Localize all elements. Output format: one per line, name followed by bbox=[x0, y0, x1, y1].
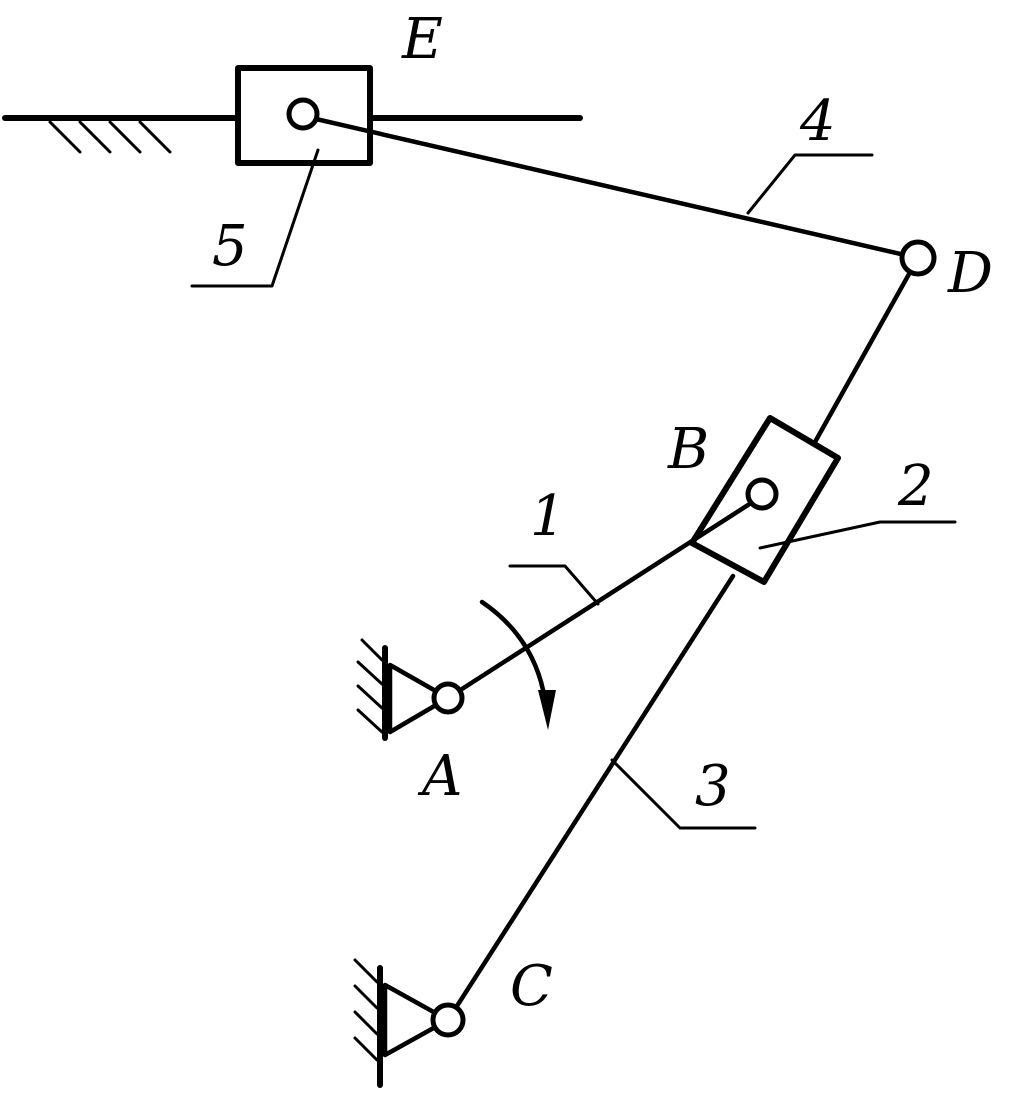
rotation-arrow bbox=[479, 599, 556, 730]
label-d: D bbox=[947, 241, 993, 306]
link-4 bbox=[300, 113, 921, 261]
label-a: A bbox=[417, 744, 462, 809]
leader-line-1 bbox=[508, 564, 600, 606]
leader-line-2 bbox=[758, 520, 957, 550]
label-link-4: 4 bbox=[799, 89, 836, 154]
joint-c bbox=[430, 1002, 466, 1038]
joint-e bbox=[286, 97, 320, 131]
link-3-upper bbox=[812, 255, 921, 445]
joint-b bbox=[745, 477, 779, 511]
joint-a bbox=[431, 681, 465, 715]
joint-d bbox=[899, 239, 937, 277]
leader-line-5 bbox=[190, 148, 320, 288]
label-link-2: 2 bbox=[897, 454, 934, 519]
label-link-1: 1 bbox=[530, 484, 566, 549]
ground-guide-top bbox=[2, 115, 583, 154]
label-link-5: 5 bbox=[212, 214, 248, 279]
label-link-3: 3 bbox=[695, 754, 731, 819]
label-c: C bbox=[510, 954, 553, 1019]
slider-5 bbox=[235, 65, 373, 166]
label-b: B bbox=[667, 417, 709, 482]
leader-line-3 bbox=[610, 758, 757, 830]
link-1 bbox=[445, 493, 765, 701]
link-3-lower bbox=[445, 573, 736, 1023]
leader-line-4 bbox=[746, 153, 874, 215]
label-e: E bbox=[401, 7, 443, 72]
ground-pivot-c bbox=[353, 958, 451, 1088]
ground-pivot-a bbox=[356, 638, 451, 741]
slider-2 bbox=[689, 415, 841, 585]
